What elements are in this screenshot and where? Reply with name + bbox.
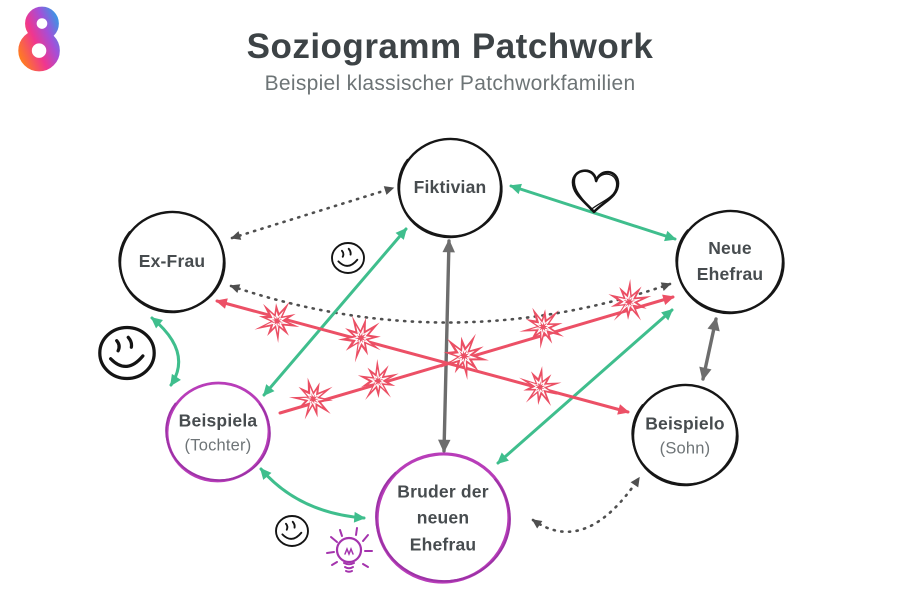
smiley-face-icon-bottom [270,510,314,552]
node-label-bruder: Bruder der neuen Ehefrau [397,481,489,555]
node-label-exfrau: Ex-Frau [138,250,206,271]
edge-exfrau-fiktivian-dotted [230,186,395,240]
heart-icon [571,169,620,214]
brand-logo-icon [18,6,60,72]
smiley-face-icon-left [91,318,163,388]
edge-beispiela-bruder-green [259,467,366,523]
page-header: Soziogramm Patchwork Beispiel klassische… [0,0,900,96]
conflict-burst-icon [353,354,405,406]
node-label-fiktivian: Fiktivian [413,176,487,197]
conflict-burst-icon [285,370,345,430]
node-circle-neueehefrau [675,209,785,315]
conflict-burst-icon [331,305,394,368]
conflict-burst-icon [253,295,305,348]
edge-beispiela-neueehefrau-red [278,294,675,415]
edge-exfrau-beispiela-green [150,316,181,387]
node-circle-beispielo [631,383,739,487]
node-label-beispielo: Beispielo (Sohn) [645,413,725,458]
conflict-burst-icon [516,299,573,356]
node-label-neueehefrau: Neue Ehefrau [696,237,764,284]
edge-fiktivian-bruder-gray [438,239,455,453]
page-title: Soziogramm Patchwork [246,27,654,66]
node-circle-fiktivian [397,137,503,239]
page-subtitle: Beispiel klassischer Patchworkfamilien [264,72,636,95]
smiley-face-icon-center [326,237,370,279]
edge-bruder-beispielo-dotted [531,476,641,534]
node-circle-bruder [375,452,511,584]
edge-neueehefrau-beispielo-gray [699,317,720,381]
node-label-beispiela: Beispiela (Tochter) [178,410,258,455]
node-circle-beispiela [165,381,271,483]
lightbulb-icon [326,527,373,573]
node-circle-exfrau [118,210,226,314]
